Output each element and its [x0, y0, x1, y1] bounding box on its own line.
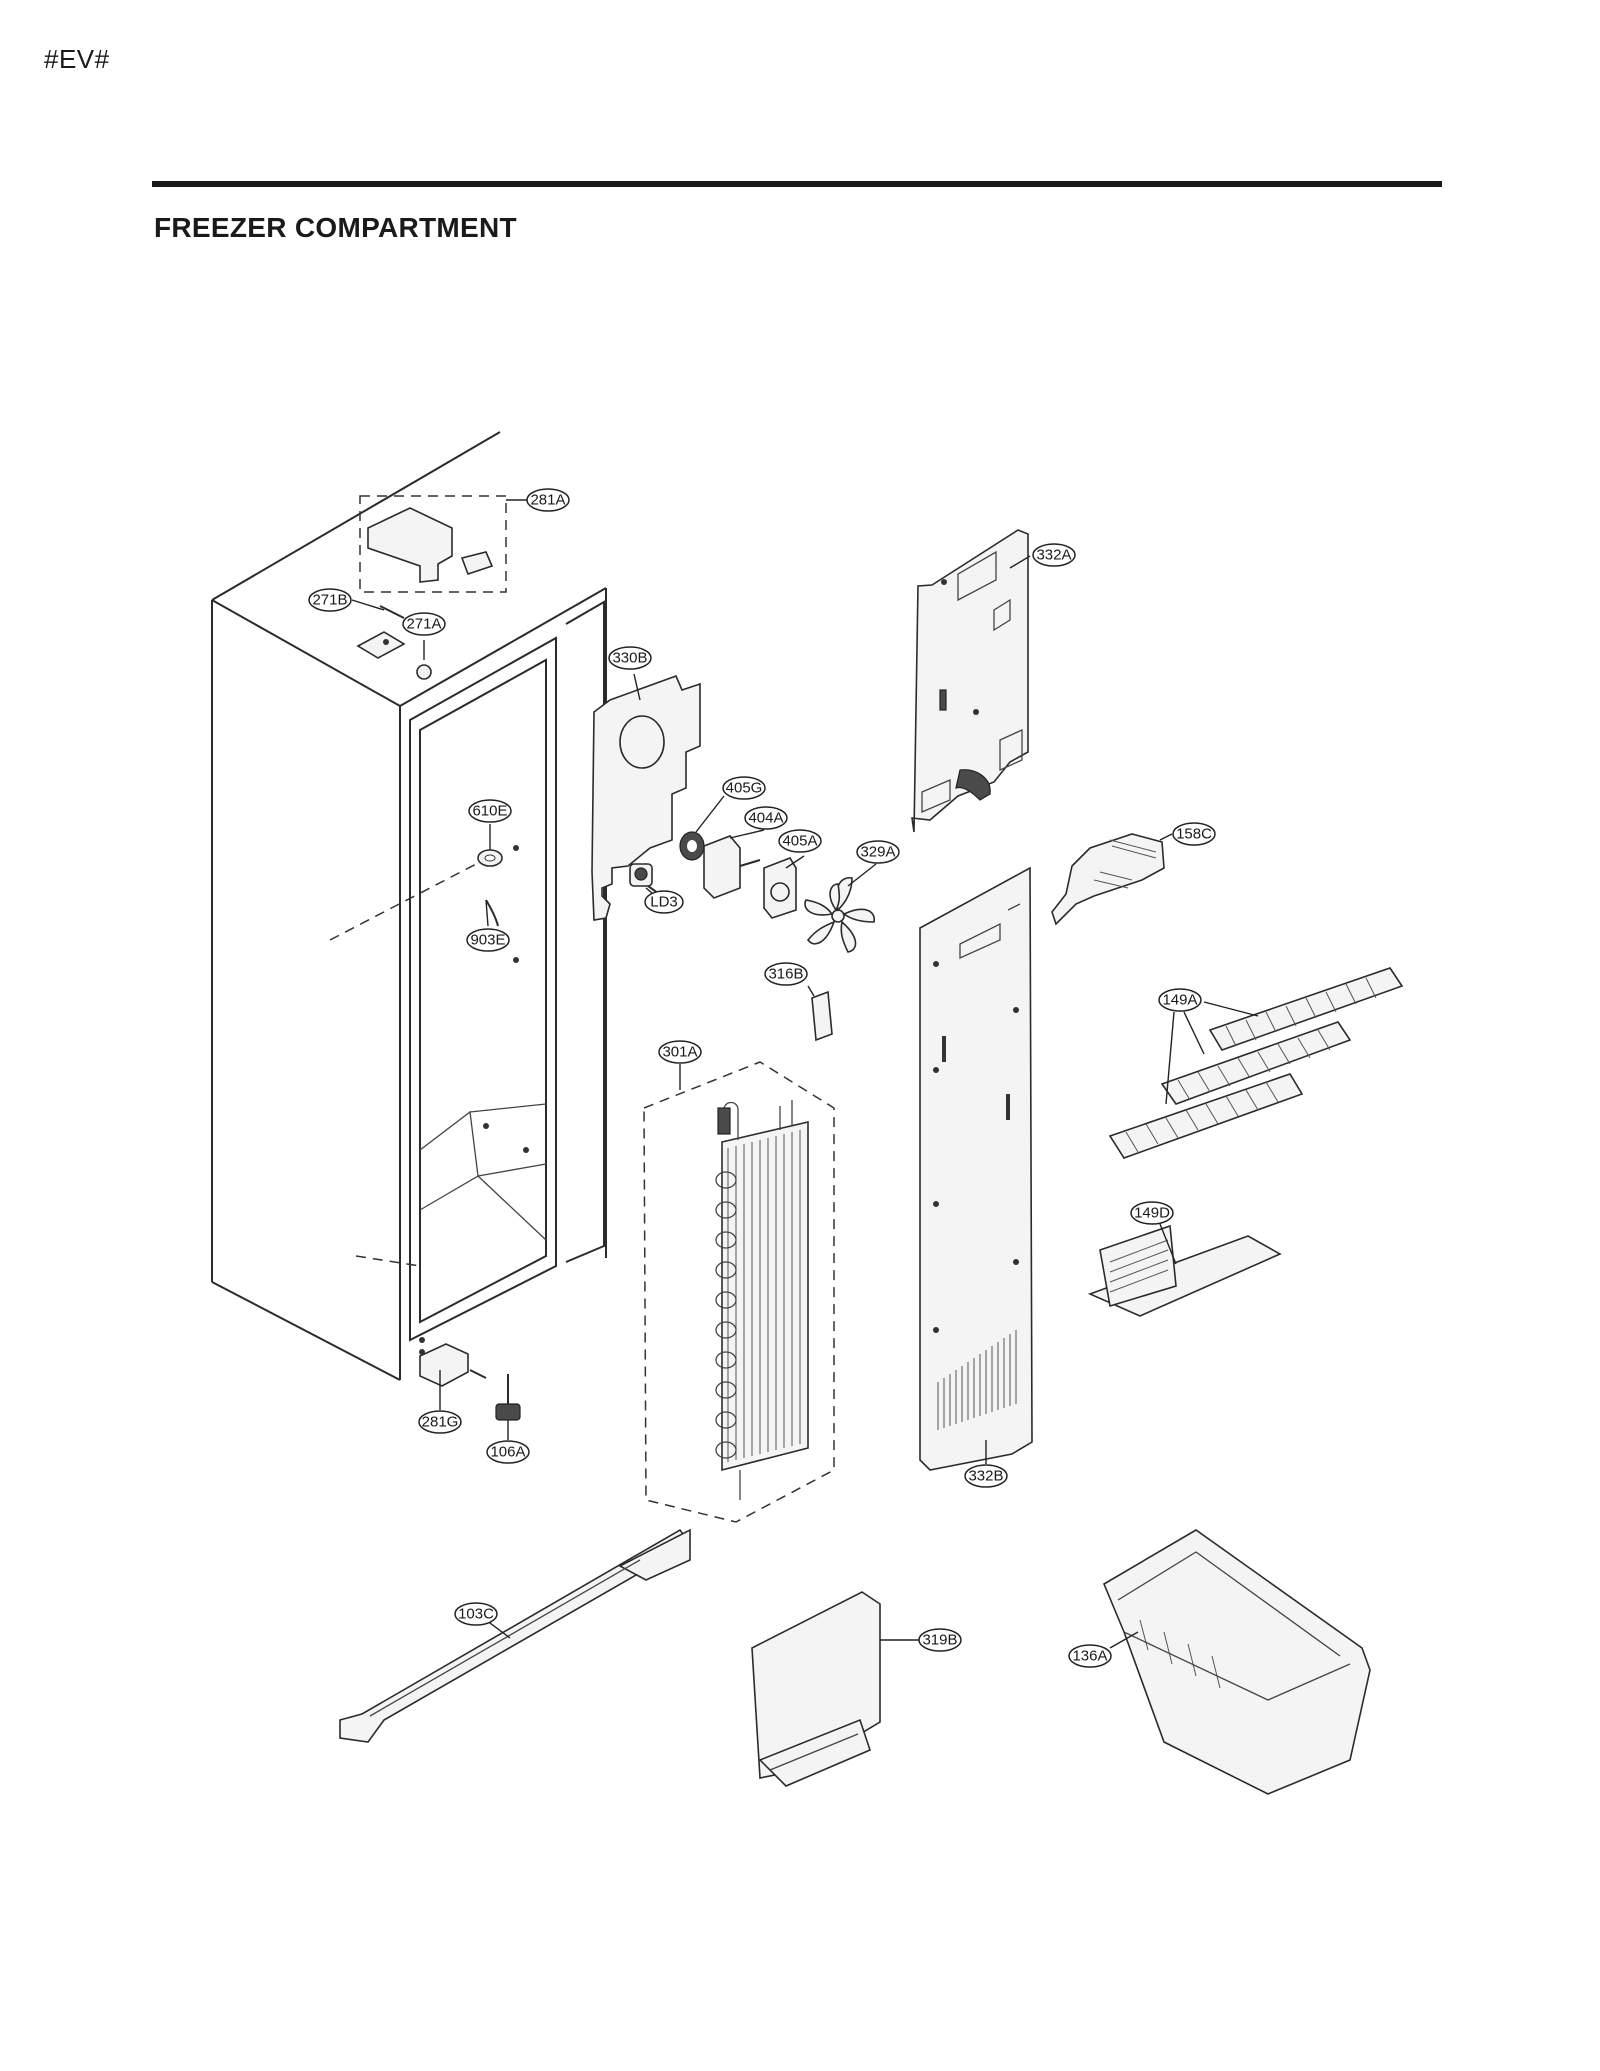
- callout-label: 405A: [782, 833, 817, 850]
- callout-label: 149A: [1162, 992, 1197, 1009]
- callout-label: 316B: [768, 966, 803, 983]
- callout-label: 281G: [422, 1414, 459, 1431]
- evaporator-assembly: [643, 1061, 835, 1523]
- drawer-rail: [339, 1528, 692, 1743]
- callout-319B: 319B: [918, 1628, 962, 1652]
- callout-316B: 316B: [764, 962, 808, 986]
- leveling-leg: [495, 1374, 521, 1421]
- callout-301A: 301A: [658, 1040, 702, 1064]
- callout-label: 281A: [530, 492, 565, 509]
- callout-label: 332B: [968, 1468, 1003, 1485]
- callout-label: 330B: [612, 650, 647, 667]
- callout-label: 903E: [470, 932, 505, 949]
- callout-103C: 103C: [454, 1602, 498, 1626]
- page-title: FREEZER COMPARTMENT: [154, 212, 517, 243]
- callout-332A: 332A: [1032, 543, 1076, 567]
- fan-motor: [703, 835, 761, 899]
- callout-label: 158C: [1176, 826, 1212, 843]
- callout-label: 319B: [922, 1632, 957, 1649]
- callout-label: 271B: [312, 592, 347, 609]
- callout-329A: 329A: [856, 840, 900, 864]
- callout-label: 404A: [748, 810, 783, 827]
- callout-label: 329A: [860, 844, 895, 861]
- callout-149A: 149A: [1158, 988, 1202, 1012]
- callout-label: 332A: [1036, 547, 1071, 564]
- callout-405G: 405G: [722, 776, 766, 800]
- callout-label: 149D: [1134, 1205, 1170, 1222]
- wire-shelves: [1108, 967, 1404, 1159]
- callout-label: 106A: [490, 1444, 525, 1461]
- callout-281A: 281A: [526, 488, 570, 512]
- upper-duct-panel: [911, 529, 1029, 833]
- callout-label: 405G: [726, 780, 763, 797]
- title-rule: [152, 181, 1442, 187]
- shelf-tray: [1087, 1224, 1282, 1317]
- wire-harness: [485, 899, 499, 927]
- page-code: #EV#: [44, 44, 110, 74]
- callout-106A: 106A: [486, 1440, 530, 1464]
- evaporator-cover: [751, 1591, 881, 1787]
- callout-label: 301A: [662, 1044, 697, 1061]
- callout-610E: 610E: [468, 799, 512, 823]
- callout-405A: 405A: [778, 829, 822, 853]
- callout-271A: 271A: [402, 612, 446, 636]
- callout-label: 136A: [1072, 1648, 1107, 1665]
- freezer-back-panel: [919, 866, 1033, 1471]
- motor-bracket: [763, 857, 797, 919]
- callout-271B: 271B: [308, 588, 352, 612]
- leader-lines: [351, 499, 1259, 1649]
- defrost-sensor: [811, 990, 833, 1042]
- freezer-cabinet: [211, 431, 607, 1381]
- callout-404A: 404A: [744, 806, 788, 830]
- callout-330B: 330B: [608, 646, 652, 670]
- control-box-cover: [359, 495, 507, 593]
- callout-281G: 281G: [418, 1410, 462, 1434]
- fan-grommet: [679, 831, 705, 861]
- callout-332B: 332B: [964, 1464, 1008, 1488]
- fan-shroud: [591, 674, 701, 921]
- freezer-basket: [1102, 1529, 1371, 1795]
- shroud-cover: [1051, 833, 1165, 926]
- lamp-socket-ring: [477, 849, 503, 867]
- callout-label: LD3: [650, 894, 678, 911]
- callout-label: 271A: [406, 616, 441, 633]
- callout-149D: 149D: [1130, 1201, 1174, 1225]
- callout-LD3: LD3: [644, 890, 684, 914]
- callout-label: 103C: [458, 1606, 494, 1623]
- callout-158C: 158C: [1172, 822, 1216, 846]
- callout-136A: 136A: [1068, 1644, 1112, 1668]
- callout-label: 610E: [472, 803, 507, 820]
- lower-hinge: [419, 1337, 487, 1387]
- fan-blade: [804, 877, 875, 953]
- callout-903E: 903E: [466, 928, 510, 952]
